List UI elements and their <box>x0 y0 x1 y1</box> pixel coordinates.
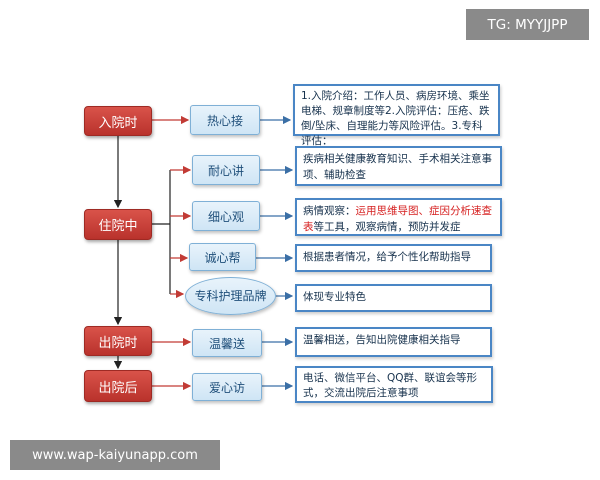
phase-after-discharge: 出院后 <box>84 370 152 402</box>
step-warm-farewell: 温馨送 <box>192 329 262 357</box>
desc-observe-prefix: 病情观察： <box>303 205 356 217</box>
desc-caring-visit: 电话、微信平台、QQ群、联谊会等形式，交流出院后注意事项 <box>295 366 493 403</box>
desc-careful-observe: 病情观察：运用思维导图、症因分析速查表等工具，观察病情，预防并发症 <box>295 198 502 236</box>
phase-admission: 入院时 <box>84 106 152 136</box>
step-sincere-help: 诚心帮 <box>189 243 256 271</box>
desc-specialty-brand: 体现专业特色 <box>295 284 492 312</box>
phase-stay: 住院中 <box>84 209 152 240</box>
step-patient-explain: 耐心讲 <box>192 155 260 185</box>
desc-warm-reception: 1.入院介绍：工作人员、病房环境、乘坐电梯、规章制度等2.入院评估：压疮、跌倒/… <box>293 84 500 147</box>
step-warm-reception: 热心接 <box>190 105 260 135</box>
step-careful-observe: 细心观 <box>192 201 260 231</box>
desc-warm-farewell: 温馨相送，告知出院健康相关指导 <box>295 327 492 357</box>
desc-sincere-help: 根据患者情况，给予个性化帮助指导 <box>295 244 492 272</box>
watermark-site: www.wap-kaiyunapp.com <box>10 440 220 470</box>
desc-observe-suffix: 等工具，观察病情，预防并发症 <box>313 221 461 233</box>
phase-discharge: 出院时 <box>84 326 152 356</box>
desc-observe-highlight: 运用思维导图、症因分析速查表 <box>303 205 492 233</box>
watermark-tg: TG: MYYJJPP <box>466 9 589 40</box>
step-caring-visit: 爱心访 <box>192 373 262 401</box>
desc-patient-explain: 疾病相关健康教育知识、手术相关注意事项、辅助检查 <box>295 146 502 186</box>
step-specialty-brand: 专科护理品牌 <box>185 277 276 315</box>
